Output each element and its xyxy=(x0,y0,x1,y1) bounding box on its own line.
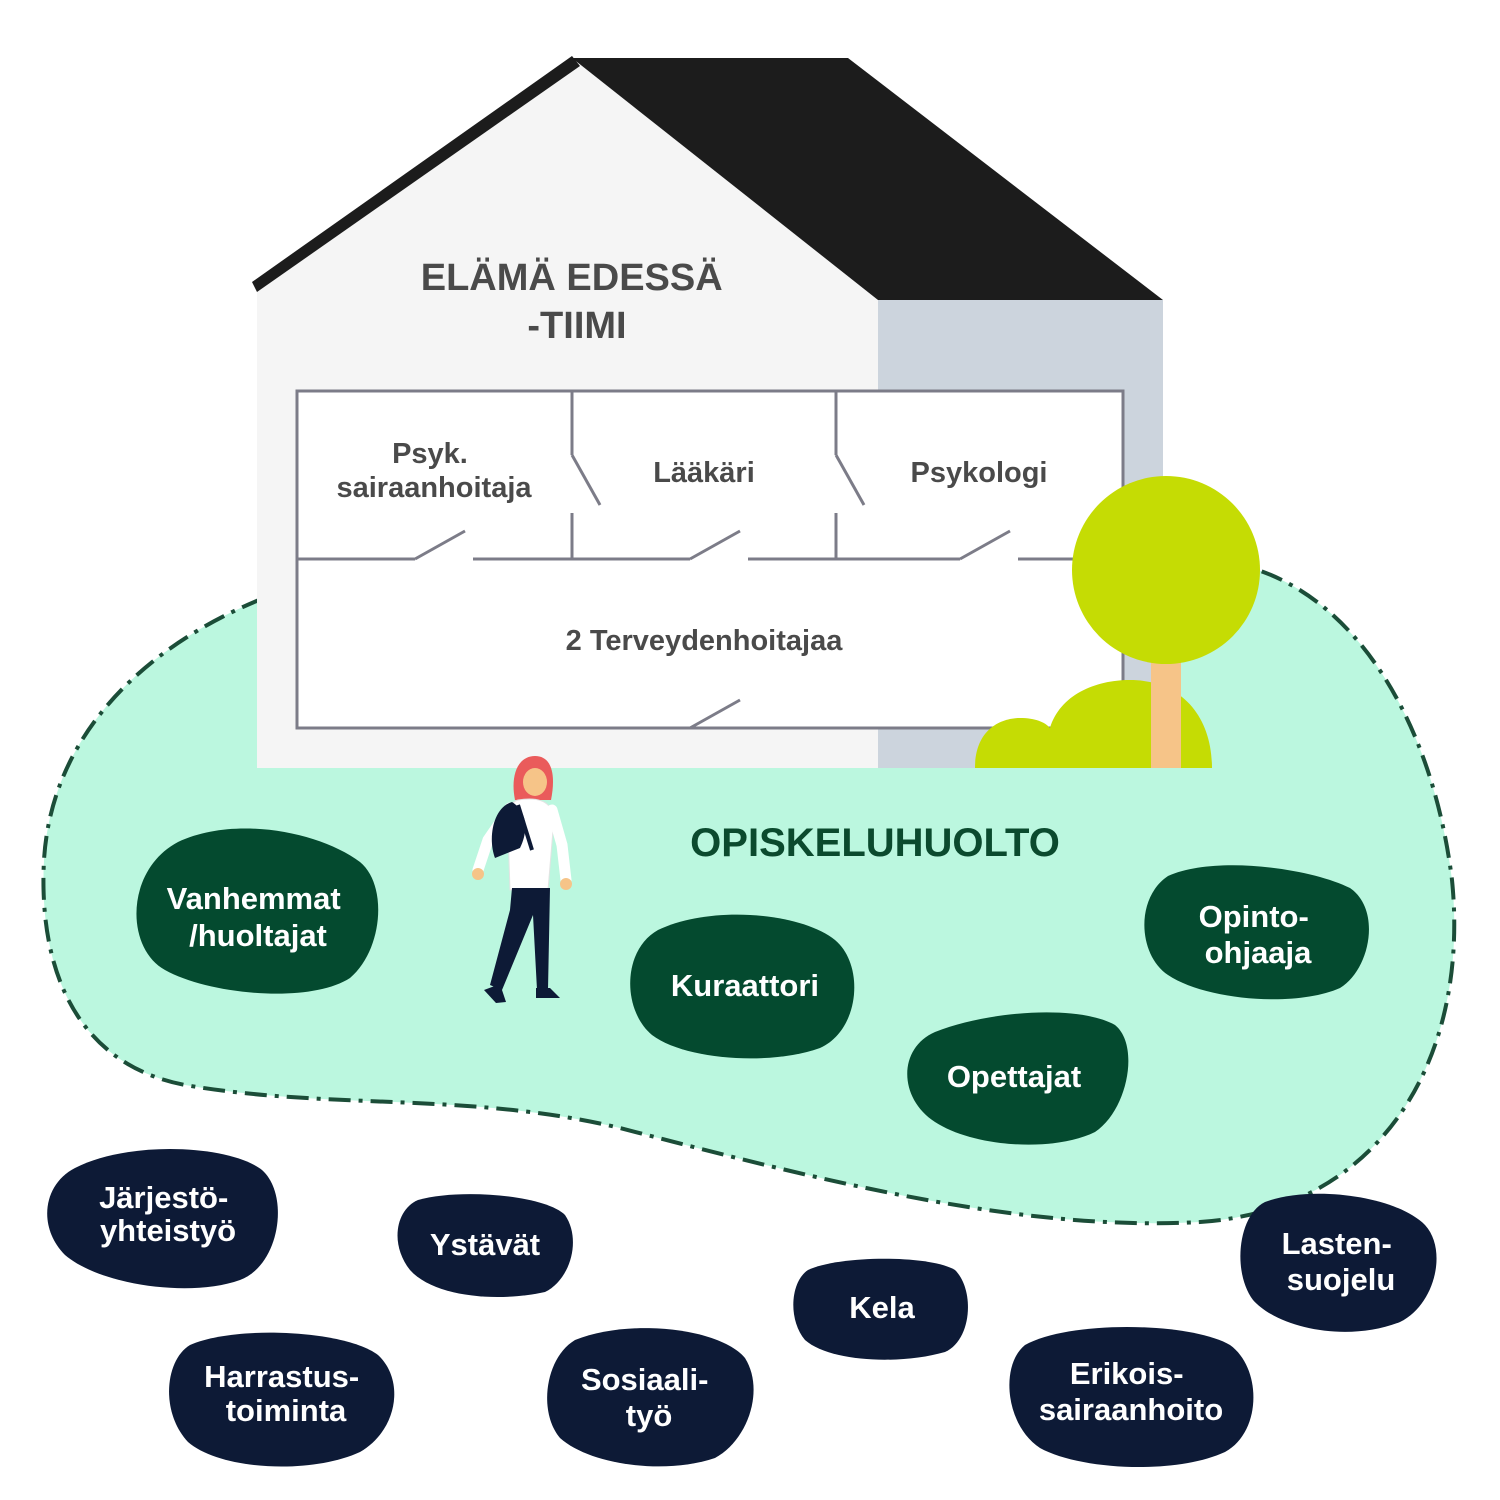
member-opettajat: Opettajat xyxy=(947,1059,1081,1094)
room-psykologi: Psykologi xyxy=(911,457,1048,489)
network-ystavat: Ystävät xyxy=(430,1227,540,1262)
opiskeluhuolto-title: OPISKELUHUOLTO xyxy=(690,821,1060,865)
member-opinto-ohjaaja: Opinto- ohjaaja xyxy=(1199,899,1318,970)
network-bubble xyxy=(547,1328,754,1467)
member-bubble xyxy=(630,914,855,1059)
member-bubble xyxy=(1144,865,1369,1000)
external-network: Järjestö- yhteistyö Ystävät Kela Lasten-… xyxy=(47,1149,1437,1468)
student-figure-icon xyxy=(472,756,572,1003)
network-jarjestoyhteistyo: Järjestö- yhteistyö xyxy=(99,1180,237,1248)
house-title: ELÄMÄ EDESSÄ -TIIMI xyxy=(421,256,733,347)
house-title-line-1: ELÄMÄ EDESSÄ xyxy=(421,256,723,299)
room-psyk-sairaanhoitaja: Psyk. sairaanhoitaja xyxy=(336,438,532,504)
room-laakari: Lääkäri xyxy=(653,457,755,489)
floor-plan-outline xyxy=(295,389,1125,730)
member-kuraattori: Kuraattori xyxy=(671,968,819,1003)
room-terveydenhoitajaa: 2 Terveydenhoitajaa xyxy=(566,625,844,657)
house-title-line-2: -TIIMI xyxy=(527,305,626,347)
network-bubble xyxy=(793,1258,968,1360)
door-psykologi xyxy=(959,529,1011,561)
door-between-rooms xyxy=(570,454,602,506)
network-harrastustoiminta: Harrastus- toiminta xyxy=(204,1359,368,1428)
network-kela: Kela xyxy=(849,1290,915,1325)
network-sosiaalityo: Sosiaali- työ xyxy=(581,1362,717,1433)
door-psyk xyxy=(414,529,466,561)
house: ELÄMÄ EDESSÄ -TIIMI Psyk. sairaanhoi xyxy=(252,56,1163,768)
floor-plan xyxy=(295,389,1125,730)
network-lastensuojelu: Lasten- suojelu xyxy=(1282,1226,1401,1297)
roof-edge xyxy=(252,56,580,292)
network-bubble xyxy=(1009,1326,1254,1468)
network-bubble xyxy=(397,1194,573,1297)
member-bubble xyxy=(907,1012,1129,1145)
tree-trunk xyxy=(1151,660,1181,768)
member-bubble xyxy=(136,828,379,994)
door-between-rooms xyxy=(834,454,866,506)
roof xyxy=(572,58,1163,300)
door-laakari xyxy=(689,529,741,561)
network-bubble xyxy=(169,1332,395,1467)
network-bubble xyxy=(47,1149,278,1289)
tree-crown xyxy=(1072,476,1260,664)
network-erikoissairaanhoito: Erikois- sairaanhoito xyxy=(1039,1356,1223,1427)
opiskeluhuolto-members: Vanhemmat /huoltajat Kuraattori Opettaja… xyxy=(136,828,1369,1145)
member-vanhemmat-huoltajat: Vanhemmat /huoltajat xyxy=(167,881,350,953)
network-bubble xyxy=(1240,1193,1437,1332)
tree xyxy=(975,476,1260,768)
entrance-door xyxy=(689,698,741,730)
